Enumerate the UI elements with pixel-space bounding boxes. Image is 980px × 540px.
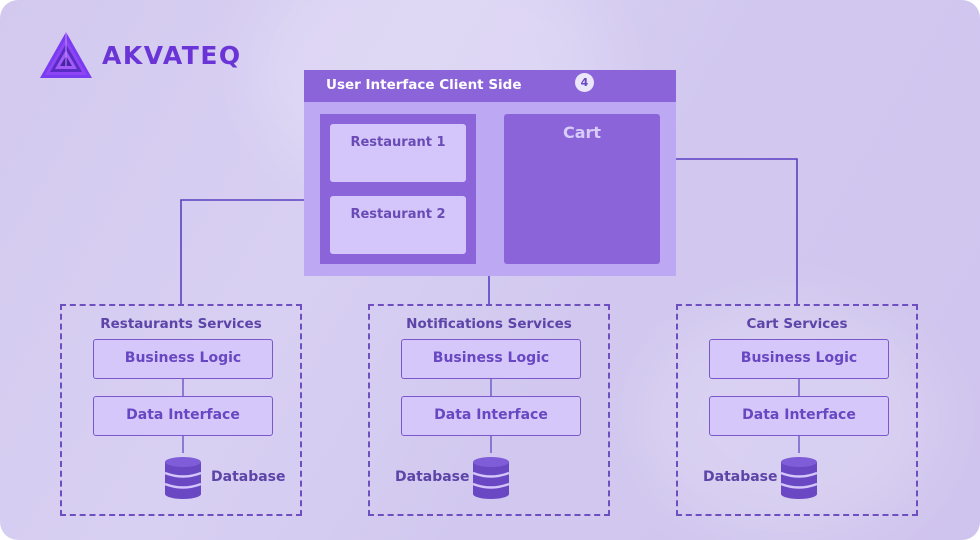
service-title: Notifications Services bbox=[406, 316, 572, 332]
database-label: Database bbox=[703, 469, 778, 485]
step-badge: 4 bbox=[575, 73, 594, 92]
restaurant-label: Restaurant 1 bbox=[350, 135, 446, 150]
database-icon bbox=[472, 457, 510, 499]
bidirectional-arrow-icon bbox=[182, 379, 184, 396]
database-label: Database bbox=[395, 469, 470, 485]
ui-client-panel: User Interface Client Side 4 Restaurant … bbox=[304, 70, 676, 276]
restaurant-list: Restaurant 1 Restaurant 2 bbox=[320, 114, 476, 264]
bidirectional-arrow-icon bbox=[798, 379, 800, 396]
database-label: Database bbox=[211, 469, 286, 485]
restaurant-card[interactable]: Restaurant 1 bbox=[330, 124, 466, 182]
cart-panel[interactable]: Cart bbox=[504, 114, 660, 264]
database-icon bbox=[780, 457, 818, 499]
service-title: Restaurants Services bbox=[100, 316, 262, 332]
restaurant-label: Restaurant 2 bbox=[350, 207, 446, 222]
data-interface-box: Data Interface bbox=[93, 396, 273, 436]
bidirectional-arrow-icon bbox=[798, 436, 800, 453]
business-logic-box: Business Logic bbox=[709, 339, 889, 379]
data-interface-box: Data Interface bbox=[401, 396, 581, 436]
restaurants-to-ui-arrow bbox=[180, 195, 328, 304]
restaurants-services-box: Restaurants Services Business Logic Data… bbox=[60, 304, 302, 516]
notifications-services-box: Notifications Services Business Logic Da… bbox=[368, 304, 610, 516]
restaurant-card[interactable]: Restaurant 2 bbox=[330, 196, 466, 254]
bidirectional-arrow-icon bbox=[490, 436, 492, 453]
business-logic-box: Business Logic bbox=[93, 339, 273, 379]
brand-name: AKVATEQ bbox=[102, 40, 242, 70]
cart-services-box: Cart Services Business Logic Data Interf… bbox=[676, 304, 918, 516]
service-title: Cart Services bbox=[746, 316, 848, 332]
bidirectional-arrow-icon bbox=[182, 436, 184, 453]
data-interface-box: Data Interface bbox=[709, 396, 889, 436]
database-icon bbox=[164, 457, 202, 499]
cart-label: Cart bbox=[562, 123, 602, 142]
cart-service-to-cart-arrow bbox=[658, 154, 798, 304]
business-logic-box: Business Logic bbox=[401, 339, 581, 379]
ui-panel-title: User Interface Client Side bbox=[326, 77, 522, 93]
ui-panel-header: User Interface Client Side 4 bbox=[304, 70, 676, 102]
brand-logo: AKVATEQ bbox=[38, 30, 242, 80]
akvateq-logo-icon bbox=[40, 32, 92, 78]
bidirectional-arrow-icon bbox=[490, 379, 492, 396]
